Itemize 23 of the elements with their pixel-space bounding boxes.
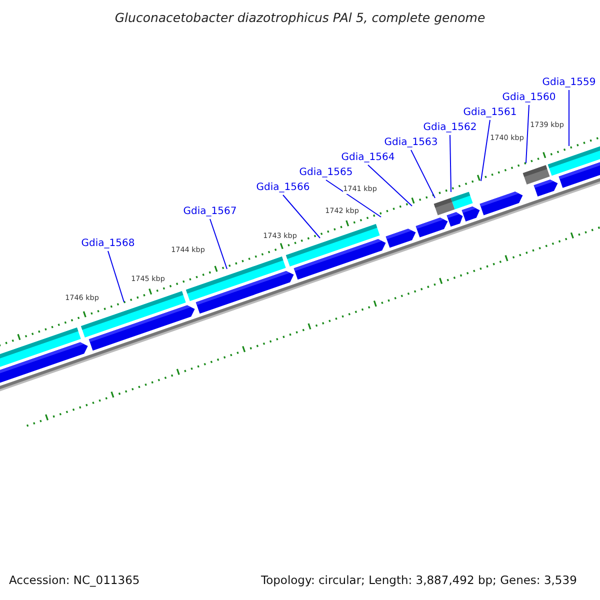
gene-label: Gdia_1559 (542, 77, 596, 89)
gene-label: Gdia_1566 (256, 182, 310, 194)
gene-label: Gdia_1567 (183, 206, 237, 218)
accession-text: Accession: NC_011365 (9, 574, 140, 588)
gene-label: Gdia_1565 (299, 167, 353, 179)
leader-line (568, 90, 570, 146)
leader-line (480, 120, 490, 182)
gene-label: Gdia_1560 (502, 92, 556, 104)
leader-line (108, 250, 124, 302)
leader-line (368, 164, 412, 206)
gene-label: Gdia_1563 (384, 137, 438, 149)
gene-label: Gdia_1561 (463, 107, 517, 119)
leader-line (326, 180, 382, 218)
gene-label: Gdia_1568 (81, 238, 135, 250)
leader-line (282, 194, 320, 238)
leader-line (210, 218, 228, 270)
genome-info-text: Topology: circular; Length: 3,887,492 bp; Genes: 3,539 (261, 574, 577, 588)
gene-label: Gdia_1562 (423, 122, 477, 134)
diagram-title: Gluconacetobacter diazotrophicus PAl 5, complete genome (114, 10, 486, 25)
leader-line (450, 134, 452, 192)
leader-line (526, 104, 530, 164)
gene-label: Gdia_1564 (341, 152, 395, 164)
leader-line (410, 150, 436, 198)
